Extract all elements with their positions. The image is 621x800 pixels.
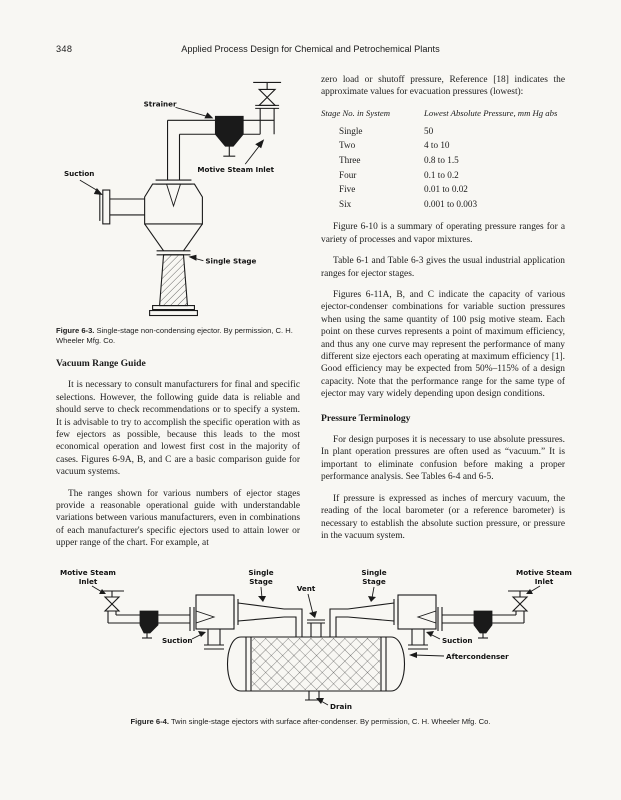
label-motive-steam-inlet-right-line2: Inlet: [535, 577, 554, 586]
table-row: Three 0.8 to 1.5: [321, 153, 565, 168]
label-strainer: Strainer: [144, 99, 177, 108]
stage-cell: Four: [339, 169, 357, 180]
label-single-stage-right-line2: Stage: [362, 577, 386, 586]
figure-6-3: Strainer Motive Steam Inlet Suction Sing…: [56, 74, 300, 346]
intro-continuation-para: zero load or shutoff pressure, Reference…: [321, 75, 565, 98]
figure-6-4-caption: Figure 6-4. Twin single-stage ejectors w…: [56, 717, 565, 727]
pressure-cell: 4 to 10: [424, 140, 450, 151]
stage-cell: Two: [339, 140, 356, 151]
table-row: Five 0.01 to 0.02: [321, 182, 565, 197]
vacuum-guide-para-2: The ranges shown for various numbers of …: [56, 488, 300, 549]
label-suction-right: Suction: [442, 636, 473, 645]
stage-cell: Five: [339, 184, 356, 195]
figure-6-4-caption-text: Twin single-stage ejectors with surface …: [170, 716, 491, 726]
table-row: Two 4 to 10: [321, 138, 565, 153]
pressure-cell: 50: [424, 125, 434, 136]
heading-vacuum-range-guide: Vacuum Range Guide: [56, 358, 146, 369]
evacuation-pressure-table: Stage No. in System Lowest Absolute Pres…: [321, 107, 565, 212]
label-motive-steam-inlet-left-line1: Motive Steam: [60, 568, 116, 577]
table-6-1-para: Table 6-1 and Table 6-3 gives the usual …: [321, 256, 565, 279]
table-row: Four 0.1 to 0.2: [321, 168, 565, 183]
label-motive-steam-inlet: Motive Steam Inlet: [197, 165, 274, 174]
running-title: Applied Process Design for Chemical and …: [181, 44, 440, 54]
label-drain: Drain: [330, 702, 352, 711]
pressure-cell: 0.1 to 0.2: [424, 169, 459, 180]
pressure-cell: 0.01 to 0.02: [424, 184, 468, 195]
table-header-pressure: Lowest Absolute Pressure, mm Hg abs: [424, 107, 558, 118]
page-number: 348: [56, 44, 73, 54]
heading-pressure-terminology: Pressure Terminology: [321, 412, 411, 424]
stage-cell: Single: [339, 125, 363, 136]
label-single-stage-left-line2: Stage: [249, 577, 273, 586]
label-single-stage: Single Stage: [205, 257, 256, 266]
figures-6-11-para: Figures 6-11A, B, and C indicate the cap…: [321, 290, 565, 400]
label-suction: Suction: [64, 169, 94, 178]
figure-6-3-caption-text: Single-stage non-condensing ejector. By …: [56, 326, 293, 345]
label-single-stage-left-line1: Single: [248, 568, 273, 577]
figure-6-3-caption: Figure 6-3. Single-stage non-condensing …: [56, 326, 300, 346]
label-vent: Vent: [297, 584, 316, 593]
two-column-body: Strainer Motive Steam Inlet Suction Sing…: [56, 74, 565, 559]
label-aftercondenser: Aftercondenser: [446, 652, 509, 661]
figure-6-10-para: Figure 6-10 is a summary of operating pr…: [321, 222, 565, 245]
pressure-cell: 0.8 to 1.5: [424, 155, 459, 165]
right-column: zero load or shutoff pressure, Reference…: [321, 74, 565, 559]
pressure-terminology-para-2: If pressure is expressed as inches of me…: [321, 493, 565, 541]
table-header-stage: Stage No. in System: [321, 107, 391, 118]
figure-6-4-caption-label: Figure 6-4.: [130, 716, 169, 726]
label-motive-steam-inlet-left-line2: Inlet: [79, 577, 98, 586]
stage-cell: Six: [339, 198, 352, 209]
figure-6-4-drawing: Motive Steam Inlet Motive Steam Inlet Si…: [60, 568, 572, 711]
label-single-stage-right-line1: Single: [361, 568, 386, 577]
label-motive-steam-inlet-right-line1: Motive Steam: [516, 568, 572, 577]
running-head: 348 Applied Process Design for Chemical …: [56, 44, 565, 58]
figure-6-3-caption-label: Figure 6-3.: [56, 326, 95, 335]
table-row: Single 50: [321, 124, 565, 139]
table-row: Six 0.001 to 0.003: [321, 197, 565, 212]
left-column: Strainer Motive Steam Inlet Suction Sing…: [56, 74, 300, 559]
vacuum-guide-para-1: It is necessary to consult manufacturers…: [56, 380, 300, 478]
pressure-cell: 0.001 to 0.003: [424, 198, 478, 209]
figure-6-4: Motive Steam Inlet Motive Steam Inlet Si…: [56, 565, 572, 727]
stage-cell: Three: [339, 155, 361, 165]
table-header-row: Stage No. in System Lowest Absolute Pres…: [321, 107, 565, 120]
figure-6-3-drawing: Strainer Motive Steam Inlet Suction Sing…: [64, 81, 282, 317]
pressure-terminology-para-1: For design purposes it is necessary to u…: [321, 435, 565, 483]
label-suction-left: Suction: [162, 636, 193, 645]
